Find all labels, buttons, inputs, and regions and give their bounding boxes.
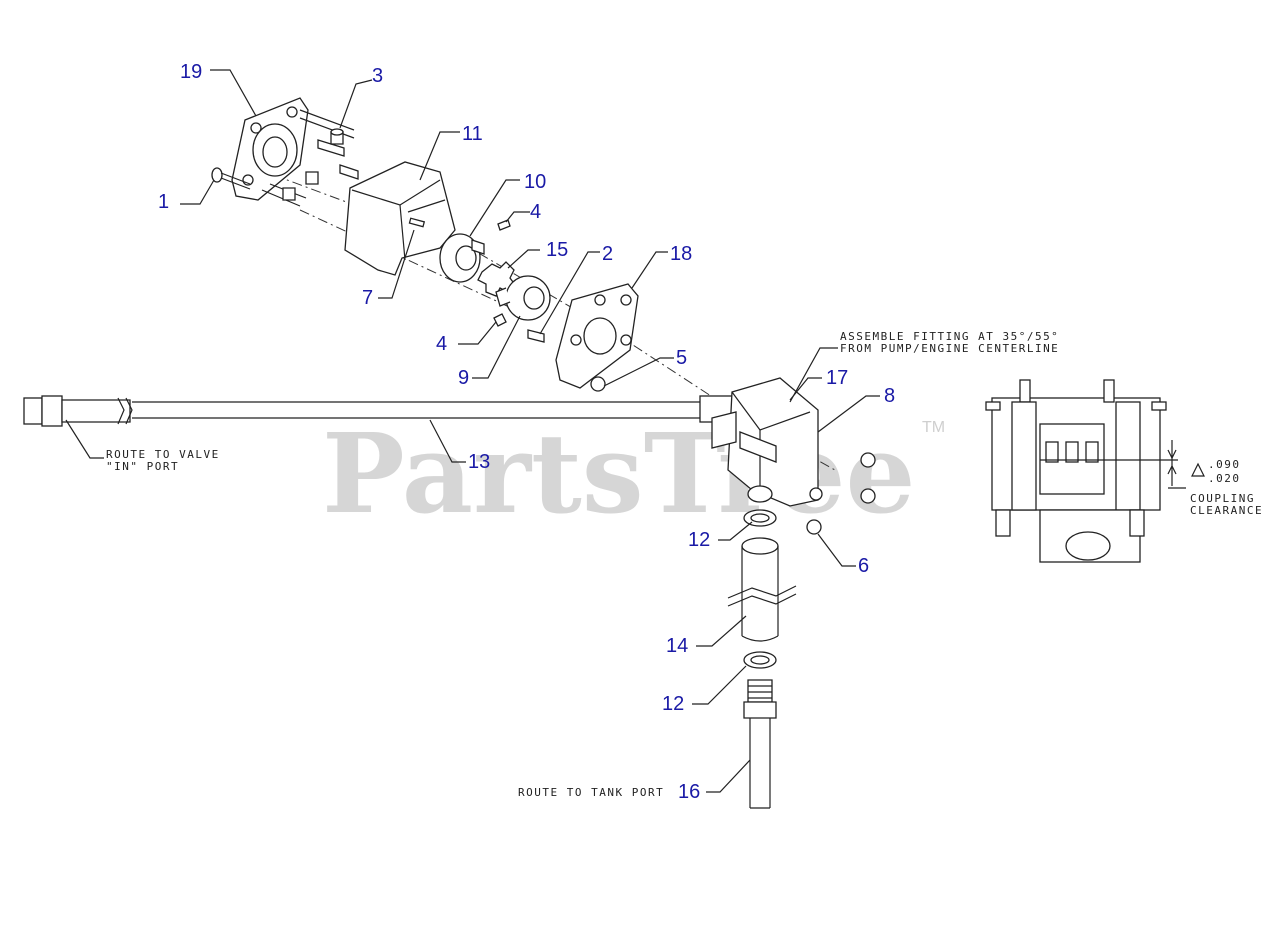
callout-18[interactable]: 18	[670, 243, 692, 265]
part-6-nut[interactable]	[806, 519, 822, 535]
part-8-pump[interactable]	[711, 377, 876, 507]
trademark-mark: TM	[922, 419, 945, 436]
coupling-clearance-inset	[985, 379, 1205, 563]
part-1-bolt[interactable]	[211, 167, 251, 190]
callout-14[interactable]: 14	[666, 635, 688, 657]
callout-6[interactable]: 6	[858, 555, 869, 577]
callout-15[interactable]: 15	[546, 239, 568, 261]
callout-11[interactable]: 11	[462, 123, 483, 145]
callout-7[interactable]: 7	[362, 287, 373, 309]
part-4-set-screw-lower[interactable]	[493, 313, 507, 327]
leader-lines	[65, 69, 1186, 793]
callout-4-upper[interactable]: 4	[530, 201, 541, 223]
note-coupling-line1: COUPLING	[1190, 492, 1255, 505]
note-route-valve-line1: ROUTE TO VALVE	[106, 448, 220, 461]
part-10-coupling-half[interactable]	[439, 233, 485, 283]
assembly-centerline	[254, 167, 836, 471]
part-18-pump-plate[interactable]	[555, 283, 639, 389]
partstree-watermark: PartsTree	[322, 409, 916, 538]
note-route-valve-line2: "IN" PORT	[106, 460, 179, 473]
part-11-coupling-guard[interactable]	[344, 161, 456, 276]
callout-12-upper[interactable]: 12	[688, 529, 710, 551]
callout-17[interactable]: 17	[826, 367, 848, 389]
callout-5[interactable]: 5	[676, 347, 687, 369]
note-route-tank: ROUTE TO TANK PORT	[518, 786, 664, 799]
part-16-tank-fitting[interactable]	[743, 679, 777, 809]
callout-3[interactable]: 3	[372, 65, 383, 87]
diagram-notes: ASSEMBLE FITTING AT 35°/55° FROM PUMP/EN…	[106, 330, 1263, 799]
callout-10[interactable]: 10	[524, 171, 546, 193]
note-assemble-fitting-line1: ASSEMBLE FITTING AT 35°/55°	[840, 330, 1059, 343]
callout-9[interactable]: 9	[458, 367, 469, 389]
part-3-bolt[interactable]	[282, 128, 344, 201]
callout-1[interactable]: 1	[158, 191, 169, 213]
part-19-mount-plate[interactable]	[231, 97, 359, 207]
callout-4-lower[interactable]: 4	[436, 333, 447, 355]
part-14-suction-hose[interactable]	[727, 537, 797, 642]
callout-16[interactable]: 16	[678, 781, 700, 803]
callout-12-lower[interactable]: 12	[662, 693, 684, 715]
part-12-hose-clamp-upper[interactable]	[743, 509, 777, 527]
part-4-set-screw-upper[interactable]	[497, 219, 511, 231]
callout-13[interactable]: 13	[468, 451, 490, 473]
note-clearance-max: .090	[1208, 458, 1241, 471]
callout-2[interactable]: 2	[602, 243, 613, 265]
part-12-hose-clamp-lower[interactable]	[743, 651, 777, 669]
part-5-nut[interactable]	[590, 376, 606, 392]
note-clearance-min: .020	[1208, 472, 1241, 485]
callout-19[interactable]: 19	[180, 61, 202, 83]
part-9-coupling-half[interactable]	[495, 275, 551, 321]
note-coupling-line2: CLEARANCE	[1190, 504, 1263, 517]
callout-labels: 19 3 11 1 10 4 15 2 18 7 4 9 5 17 8 13 1…	[158, 61, 895, 803]
note-assemble-fitting-line2: FROM PUMP/ENGINE CENTERLINE	[840, 342, 1059, 355]
callout-8[interactable]: 8	[884, 385, 895, 407]
